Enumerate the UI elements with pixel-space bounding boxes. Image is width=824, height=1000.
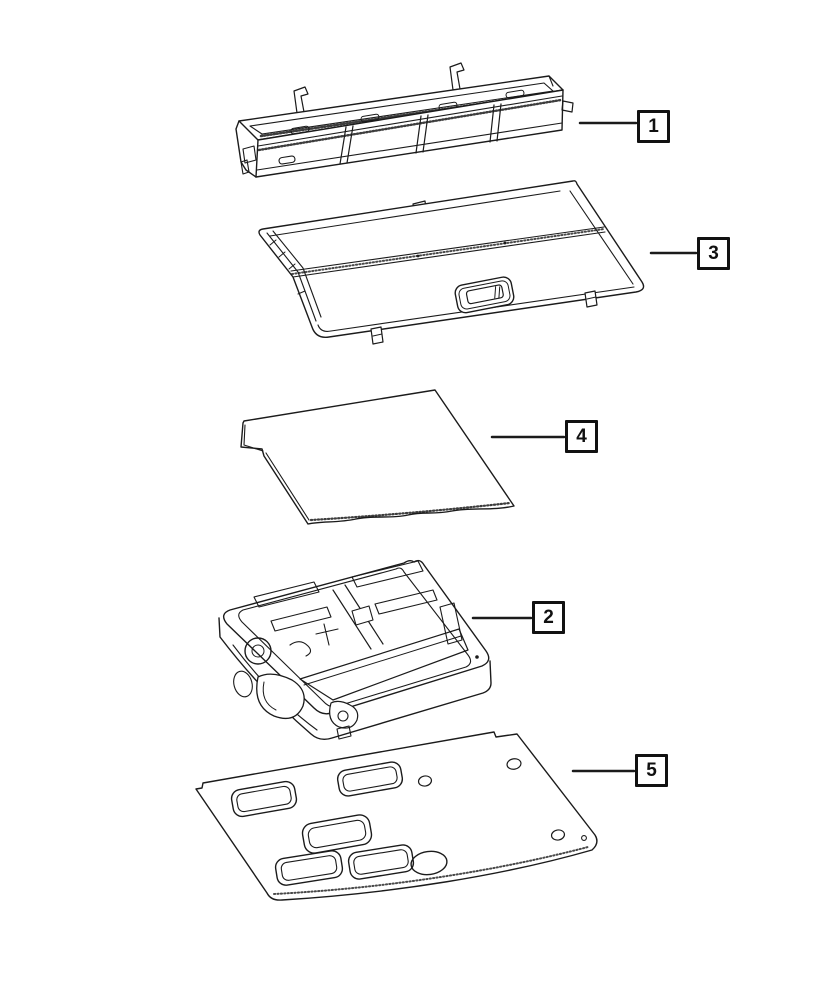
pan-hole xyxy=(550,829,566,841)
tray-front-notch xyxy=(329,700,359,729)
pan-cutout xyxy=(230,780,298,818)
panel-outline xyxy=(258,180,645,338)
callout-1[interactable]: 1 xyxy=(637,110,670,143)
panel-tab xyxy=(584,290,598,308)
end-latch xyxy=(242,145,257,164)
callout-2[interactable]: 2 xyxy=(532,601,565,634)
pan-cutout xyxy=(301,814,373,854)
part-5-floor-pan-drawing xyxy=(195,731,598,901)
callout-3[interactable]: 3 xyxy=(697,237,730,270)
retainer-clip xyxy=(449,62,465,91)
tray-round-pocket xyxy=(244,637,272,665)
part-3-load-floor-panel-drawing xyxy=(258,180,645,345)
panel-pull-handle xyxy=(454,276,515,314)
part-1-cargo-cover-drawing xyxy=(235,62,574,178)
part-4-cargo-mat-drawing xyxy=(240,389,515,525)
callout-4[interactable]: 4 xyxy=(565,420,598,453)
pan-oval-hole xyxy=(410,850,448,876)
pan-hole xyxy=(417,775,433,787)
tray-side-cutout xyxy=(256,673,305,720)
pan-hole xyxy=(581,835,587,841)
part-2-foam-tool-tray-drawing xyxy=(218,559,492,741)
retainer-clip xyxy=(293,86,309,114)
mat-outline xyxy=(240,389,515,525)
pan-cutout xyxy=(336,761,404,797)
pan-cutout xyxy=(274,850,344,886)
pan-cutout xyxy=(347,844,415,880)
tray-storage-bin xyxy=(299,628,469,701)
end-latch xyxy=(561,100,574,113)
callout-5[interactable]: 5 xyxy=(635,754,668,787)
pan-outline xyxy=(195,731,598,901)
pan-hole xyxy=(506,758,522,770)
